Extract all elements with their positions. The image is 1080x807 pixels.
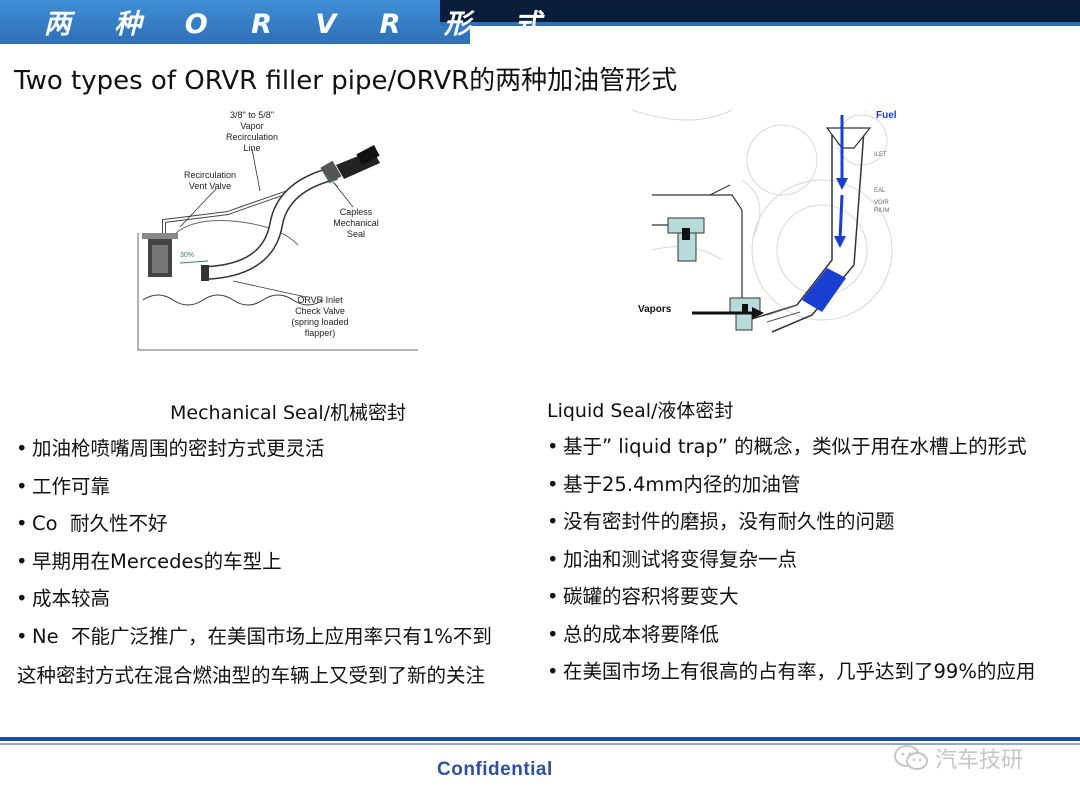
mechanical-seal-continuation: 这种密封方式在混合燃油型的车辆上又受到了新的关注 — [17, 664, 486, 687]
inlet-valve-label-3: (spring loaded — [291, 317, 348, 327]
vent-valve-label-2: Vent Valve — [189, 181, 231, 191]
vapors-label: Vapors — [638, 304, 672, 315]
list-item-text: 成本较高 — [32, 587, 111, 610]
liquid-seal-list: •基于” liquid trap” 的概念，类似于用在水槽上的形式 •基于25.… — [547, 428, 1035, 691]
inlet-valve-label-4: flapper) — [305, 328, 336, 338]
liquid-seal-heading: Liquid Seal/液体密封 — [547, 400, 734, 422]
wechat-icon — [894, 745, 928, 770]
list-item: •早期用在Mercedes的车型上 — [16, 543, 492, 581]
list-item: •基于25.4mm内径的加油管 — [547, 466, 1035, 504]
list-item: •没有密封件的磨损，没有耐久性的问题 — [547, 503, 1035, 541]
bullet-marker: • — [16, 624, 28, 648]
list-item: •Ne 不能广泛推广，在美国市场上应用率只有1%不到 — [16, 618, 492, 656]
list-item-text: 基于” liquid trap” 的概念，类似于用在水槽上的形式 — [563, 435, 1027, 458]
bullet-marker: • — [547, 622, 559, 646]
fuel-label: Fuel — [876, 110, 897, 121]
list-item: •加油枪喷嘴周围的密封方式更灵活 — [16, 430, 492, 468]
list-item-text: 工作可靠 — [32, 474, 111, 498]
confidential-label: Confidential — [437, 759, 553, 780]
list-item-text: Co 耐久性不好 — [32, 512, 168, 535]
bullet-marker: • — [16, 587, 28, 610]
vapor-line-label-3: Recirculation — [226, 132, 278, 142]
list-item: •工作可靠 — [16, 468, 492, 506]
bullet-marker: • — [547, 547, 559, 571]
list-item-text: 基于25.4mm内径的加油管 — [563, 472, 801, 496]
vapor-line-label-1: 3/8" to 5/8" — [230, 110, 274, 120]
list-item-text: 没有密封件的磨损，没有耐久性的问题 — [563, 510, 895, 533]
list-item: •基于” liquid trap” 的概念，类似于用在水槽上的形式 — [547, 428, 1035, 466]
mechanical-seal-diagram: 30% 3/8" to 5/8" Vapor Recirculation Lin… — [128, 105, 428, 355]
list-item: •在美国市场上有很高的占有率，几乎达到了99%的应用 — [547, 653, 1035, 691]
bullet-marker: • — [16, 512, 28, 535]
side-text-2: EAL — [874, 188, 886, 194]
header-bar — [0, 0, 470, 44]
mechanical-seal-list: •加油枪喷嘴周围的密封方式更灵活 •工作可靠 •Co 耐久性不好 •早期用在Me… — [16, 430, 492, 655]
side-text-1: ILET — [874, 152, 887, 158]
inlet-valve-label-2: Check Valve — [295, 306, 345, 316]
capless-label-1: Capless — [340, 207, 373, 217]
header-dark-strip — [440, 0, 1080, 22]
bullet-marker: • — [547, 472, 559, 496]
footer-rule — [0, 737, 1080, 741]
vapor-line-label-2: Vapor — [240, 121, 263, 131]
header-accent-line — [440, 22, 1080, 26]
pct-label: 30% — [180, 252, 194, 259]
list-item: •成本较高 — [16, 580, 492, 618]
bullet-marker: • — [547, 510, 559, 533]
side-text-3: VOIR — [874, 200, 889, 206]
vent-valve-label-1: Recirculation — [184, 170, 236, 180]
watermark-text: 汽车技研 — [935, 748, 1024, 773]
list-item-text: 早期用在Mercedes的车型上 — [32, 549, 282, 573]
slide-title: Two types of ORVR filler pipe/ORVR的两种加油管… — [14, 66, 678, 96]
list-item: •总的成本将要降低 — [547, 616, 1035, 654]
list-item-text: 加油和测试将变得复杂一点 — [563, 547, 798, 571]
mechanical-seal-heading: Mechanical Seal/机械密封 — [170, 402, 407, 424]
list-item-text: 加油枪喷嘴周围的密封方式更灵活 — [32, 437, 325, 460]
inlet-valve-label-1: ORVR Inlet — [297, 295, 343, 305]
bullet-marker: • — [547, 435, 559, 458]
list-item: •Co 耐久性不好 — [16, 505, 492, 543]
bullet-marker: • — [547, 585, 559, 608]
liquid-seal-diagram: ILET EAL VOIR RIUM Fuel Vapors — [632, 100, 902, 335]
bullet-marker: • — [16, 549, 28, 573]
side-text-4: RIUM — [874, 208, 889, 214]
list-item-text: 碳罐的容积将要变大 — [563, 585, 739, 608]
vapor-line-label-4: Line — [243, 143, 260, 153]
footer-rule-thin — [0, 743, 1080, 745]
bullet-marker: • — [547, 660, 559, 683]
capless-label-3: Seal — [347, 229, 365, 239]
bullet-marker: • — [16, 437, 28, 460]
list-item-text: 在美国市场上有很高的占有率，几乎达到了99%的应用 — [563, 660, 1036, 683]
list-item: •加油和测试将变得复杂一点 — [547, 541, 1035, 579]
capless-label-2: Mechanical — [333, 218, 379, 228]
bullet-marker: • — [16, 474, 28, 498]
watermark: 汽车技研 — [893, 742, 1023, 774]
list-item: •碳罐的容积将要变大 — [547, 578, 1035, 616]
list-item-text: Ne 不能广泛推广，在美国市场上应用率只有1%不到 — [32, 624, 492, 648]
header-title: 两 种 O R V R 形 式 — [44, 9, 559, 40]
list-item-text: 总的成本将要降低 — [563, 622, 720, 646]
